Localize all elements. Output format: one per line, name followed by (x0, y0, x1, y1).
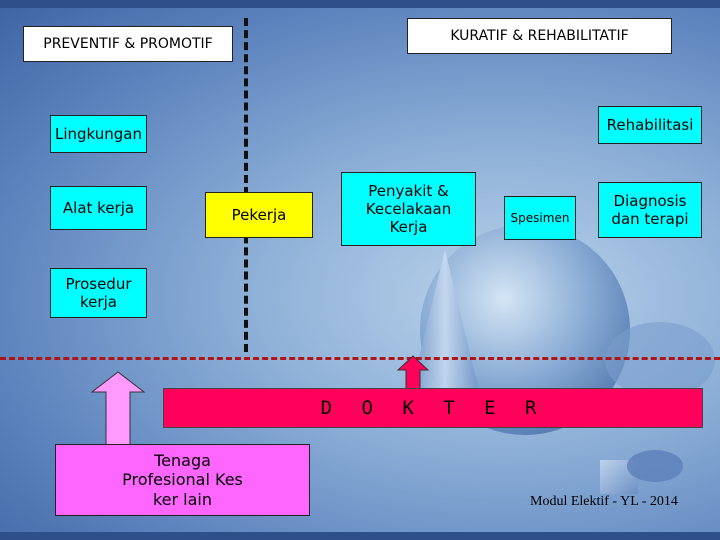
diagnosis-terapi-box: Diagnosis dan terapi (598, 182, 702, 238)
spesimen-box: Spesimen (504, 196, 576, 240)
rehabilitasi-box: Rehabilitasi (598, 106, 702, 144)
dokter-bar: D O K T E R (163, 388, 703, 428)
top-band (0, 0, 720, 8)
vertical-divider (244, 18, 248, 352)
alat-kerja-box: Alat kerja (50, 186, 147, 230)
footer-credit: Modul Elektif - YL - 2014 (530, 494, 678, 509)
up-arrow-left (90, 371, 146, 446)
tenaga-profesional-box: Tenaga Profesional Kes ker lain (55, 444, 310, 516)
dokter-label: D O K T E R (320, 397, 546, 419)
pekerja-box: Pekerja (205, 192, 313, 238)
up-arrow-dokter (396, 355, 430, 391)
cylinder-shape (605, 322, 715, 398)
penyakit-kecelakaan-box: Penyakit & Kecelakaan Kerja (341, 172, 476, 246)
torus-shape (627, 450, 683, 482)
horizontal-divider (0, 357, 720, 360)
kuratif-rehabilitatif-title: KURATIF & REHABILITATIF (407, 18, 672, 54)
preventif-promotif-title: PREVENTIF & PROMOTIF (23, 26, 233, 62)
bottom-band (0, 532, 720, 540)
prosedur-kerja-box: Prosedur kerja (50, 268, 147, 318)
lingkungan-box: Lingkungan (50, 115, 147, 153)
